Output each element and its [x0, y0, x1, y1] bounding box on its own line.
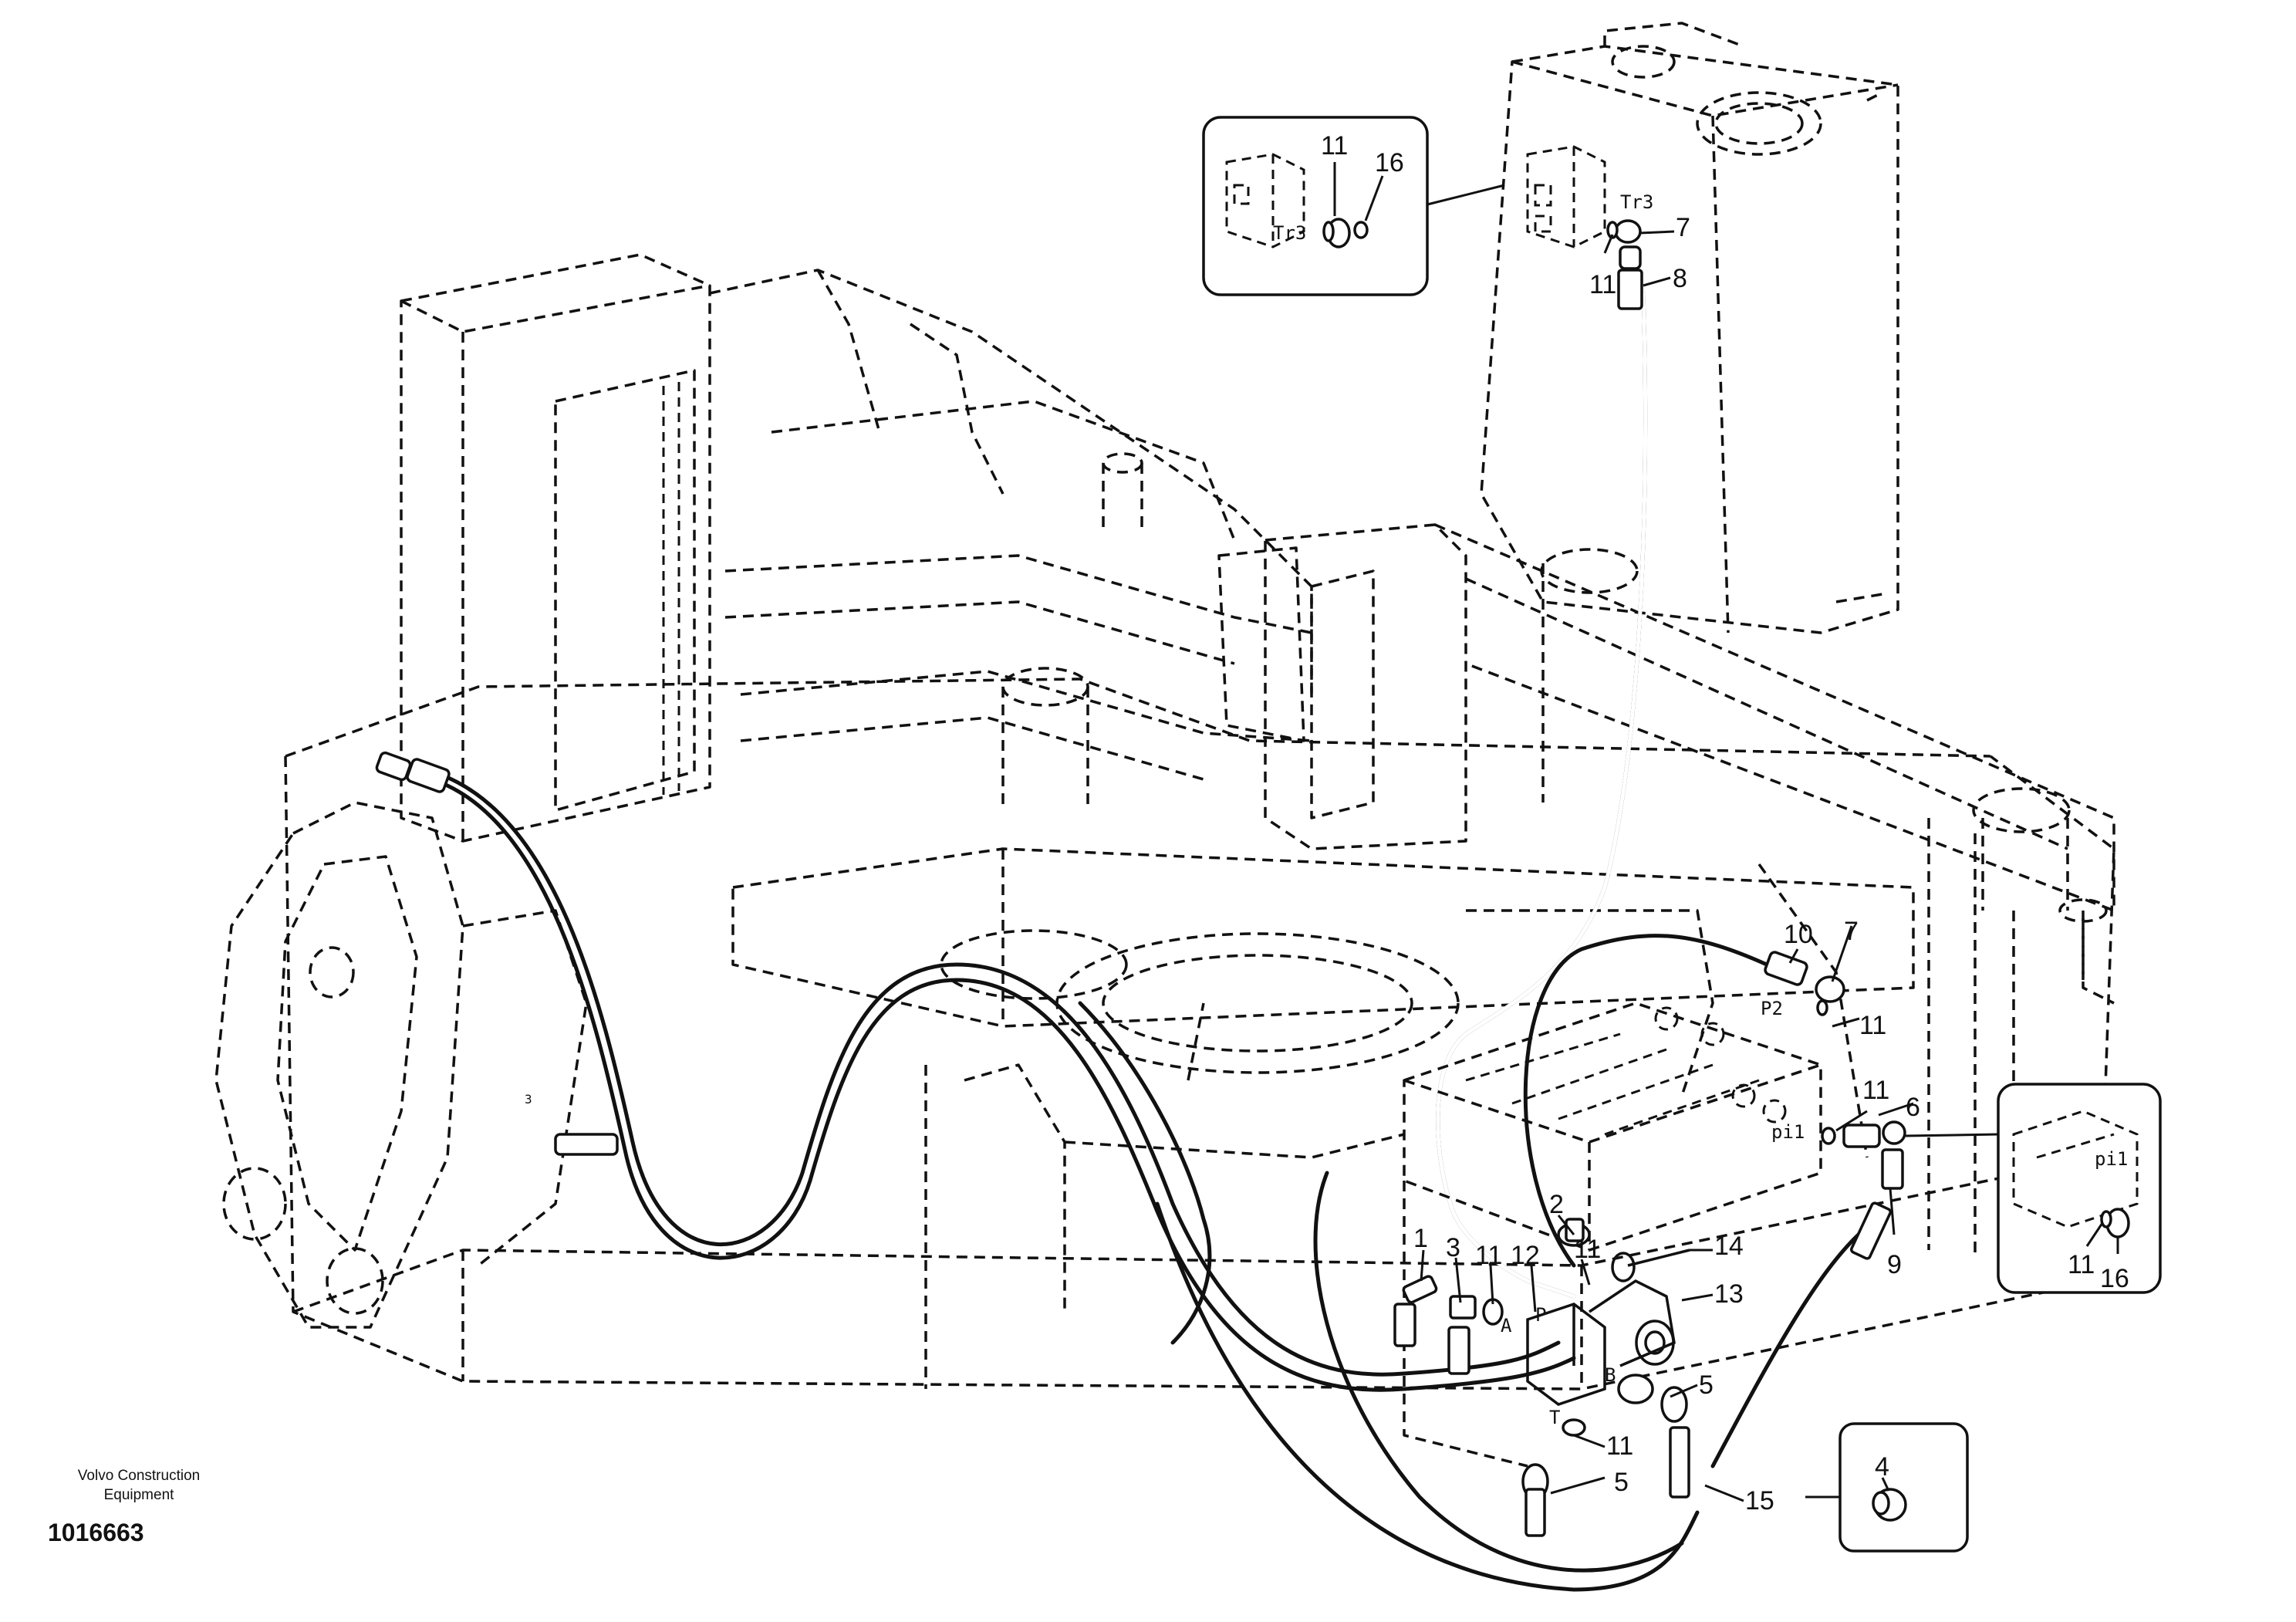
callout-11-inset-tr3: 11 [1321, 131, 1348, 161]
company-caption: Volvo Construction Equipment [46, 1466, 231, 1505]
callout-1: 1 [1413, 1224, 1428, 1253]
callout-11-t: 11 [1606, 1431, 1633, 1461]
document-number: 1016663 [48, 1519, 144, 1546]
hose-fittings [375, 219, 1906, 1260]
callout-16-inset-tr3: 16 [1375, 148, 1404, 177]
company-name-line2: Equipment [103, 1487, 174, 1503]
port-a: A [1501, 1315, 1512, 1336]
part-callouts: 11 16 7 11 8 10 7 11 11 6 9 11 16 2 11 1… [1321, 131, 2129, 1516]
callout-12: 12 [1511, 1241, 1540, 1270]
port-t: T [1549, 1407, 1560, 1428]
callout-8: 8 [1673, 264, 1687, 293]
callout-6: 6 [1906, 1093, 1920, 1122]
inset-detail-plug [1805, 1422, 1969, 1553]
callout-4: 4 [1875, 1452, 1889, 1482]
callout-7-top: 7 [1676, 213, 1690, 242]
callout-14: 14 [1714, 1232, 1744, 1261]
callout-13: 13 [1714, 1279, 1744, 1309]
callout-11-p2: 11 [1859, 1011, 1886, 1040]
callout-3: 3 [1446, 1233, 1460, 1262]
callout-leaders [1333, 162, 2119, 1502]
callout-16-inset-pi1: 16 [2100, 1264, 2129, 1293]
port-tr3: Tr3 [1620, 191, 1653, 213]
port-p2: P2 [1761, 998, 1783, 1019]
callout-11-b: 11 [1574, 1235, 1601, 1264]
company-name-line1: Volvo Construction [77, 1468, 201, 1484]
callout-5-upper: 5 [1699, 1370, 1714, 1400]
hydraulic-tank-outline [1480, 22, 1899, 634]
callout-11-top: 11 [1589, 270, 1616, 299]
port-tr3-inset: Tr3 [1273, 222, 1306, 244]
inset-detail-tr3 [1202, 116, 1505, 296]
port-pi1-inset: pi1 [2095, 1148, 2128, 1170]
hose-lines [430, 291, 1869, 1592]
port-p: P [1535, 1304, 1546, 1326]
callout-15: 15 [1745, 1486, 1774, 1516]
callout-2: 2 [1549, 1190, 1564, 1219]
control-valve [1403, 1002, 1822, 1468]
callout-10: 10 [1784, 920, 1813, 949]
callout-7-p2: 7 [1844, 917, 1859, 946]
callout-5-lower: 5 [1614, 1468, 1629, 1497]
clamp-mark: 3 [525, 1092, 532, 1107]
inset-detail-pi1 [1905, 1083, 2162, 1294]
callout-11-pi1: 11 [1862, 1076, 1889, 1105]
port-pi1: pi1 [1771, 1121, 1805, 1143]
callout-11-inset-pi1: 11 [2068, 1250, 2095, 1279]
machine-frame-outline [214, 253, 2115, 1391]
port-b: B [1605, 1364, 1616, 1386]
port-labels: Tr3 Tr3 P2 pi1 pi1 P A B T 3 [525, 191, 2128, 1428]
solenoid-valve-assembly [1393, 1218, 1690, 1537]
callout-9: 9 [1887, 1250, 1902, 1279]
callout-11-a: 11 [1475, 1241, 1502, 1270]
